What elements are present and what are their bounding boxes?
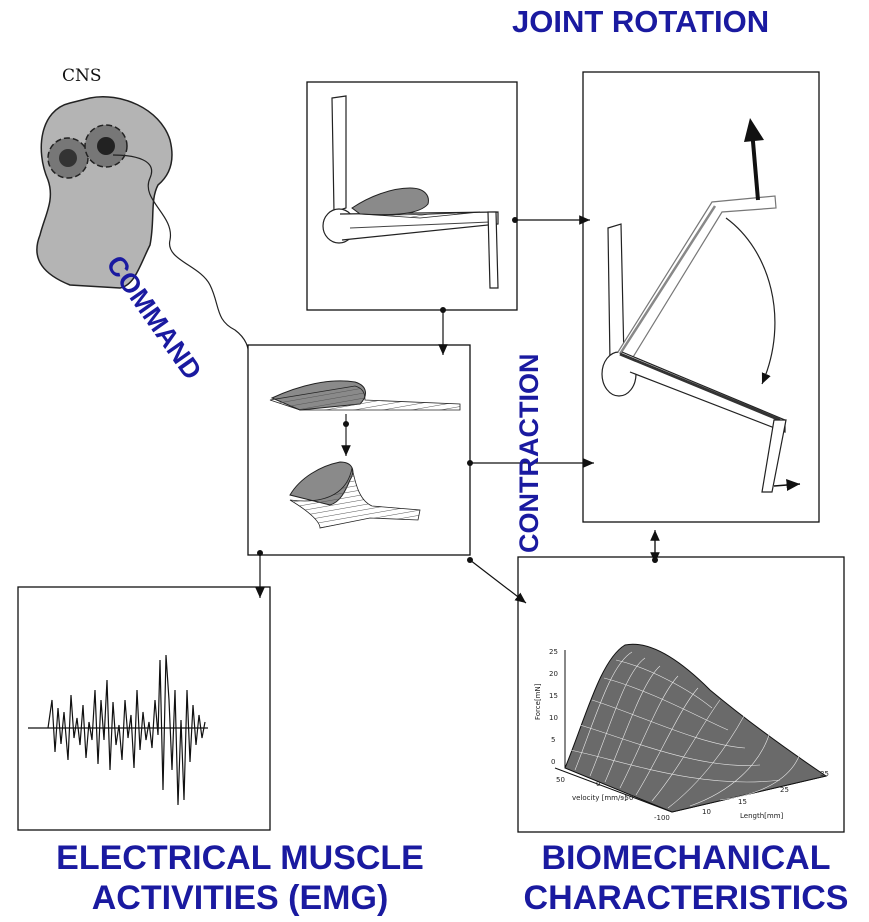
- z-tick-10: 10: [702, 808, 711, 816]
- biomechanical-caption-line2: CHARACTERISTICS: [506, 878, 866, 918]
- cns-label: CNS: [62, 66, 102, 86]
- y-tick-20: 20: [549, 670, 558, 678]
- y-tick-10: 10: [549, 714, 558, 722]
- brain-region-left: [48, 138, 88, 178]
- biomechanical-caption-line1: BIOMECHANICAL: [506, 838, 866, 878]
- x-tick-50: 50: [556, 776, 565, 784]
- cns-head: [37, 97, 172, 288]
- z-axis-label: Length[mm]: [740, 812, 784, 820]
- y-tick-0: 0: [551, 758, 555, 766]
- joint-rotation-box: [583, 72, 819, 522]
- emg-caption-line2: ACTIVITIES (EMG): [0, 878, 480, 918]
- y-tick-25: 25: [549, 648, 558, 656]
- x-tick-neg100: -100: [654, 814, 670, 822]
- arm-contraction-box: [307, 82, 517, 310]
- joint-rotation-title: JOINT ROTATION: [512, 4, 769, 40]
- emg-caption-line1: ELECTRICAL MUSCLE: [0, 838, 480, 878]
- biomechanical-caption: BIOMECHANICAL CHARACTERISTICS: [506, 838, 866, 918]
- z-tick-35: 35: [820, 770, 829, 778]
- y-tick-15: 15: [549, 692, 558, 700]
- z-tick-15: 15: [738, 798, 747, 806]
- y-axis-label: Force[mN]: [534, 683, 542, 720]
- contraction-label: CONTRACTION: [514, 354, 545, 553]
- y-tick-5: 5: [551, 736, 555, 744]
- emg-caption: ELECTRICAL MUSCLE ACTIVITIES (EMG): [0, 838, 480, 918]
- x-axis-label: velocity [mm/s]: [572, 794, 627, 802]
- z-tick-25: 25: [780, 786, 789, 794]
- muscle-box: [248, 345, 470, 555]
- brain-region-right: [85, 125, 127, 167]
- emg-box: [18, 587, 270, 830]
- biomechanical-box: [518, 557, 844, 832]
- x-tick-0: 0: [596, 780, 600, 788]
